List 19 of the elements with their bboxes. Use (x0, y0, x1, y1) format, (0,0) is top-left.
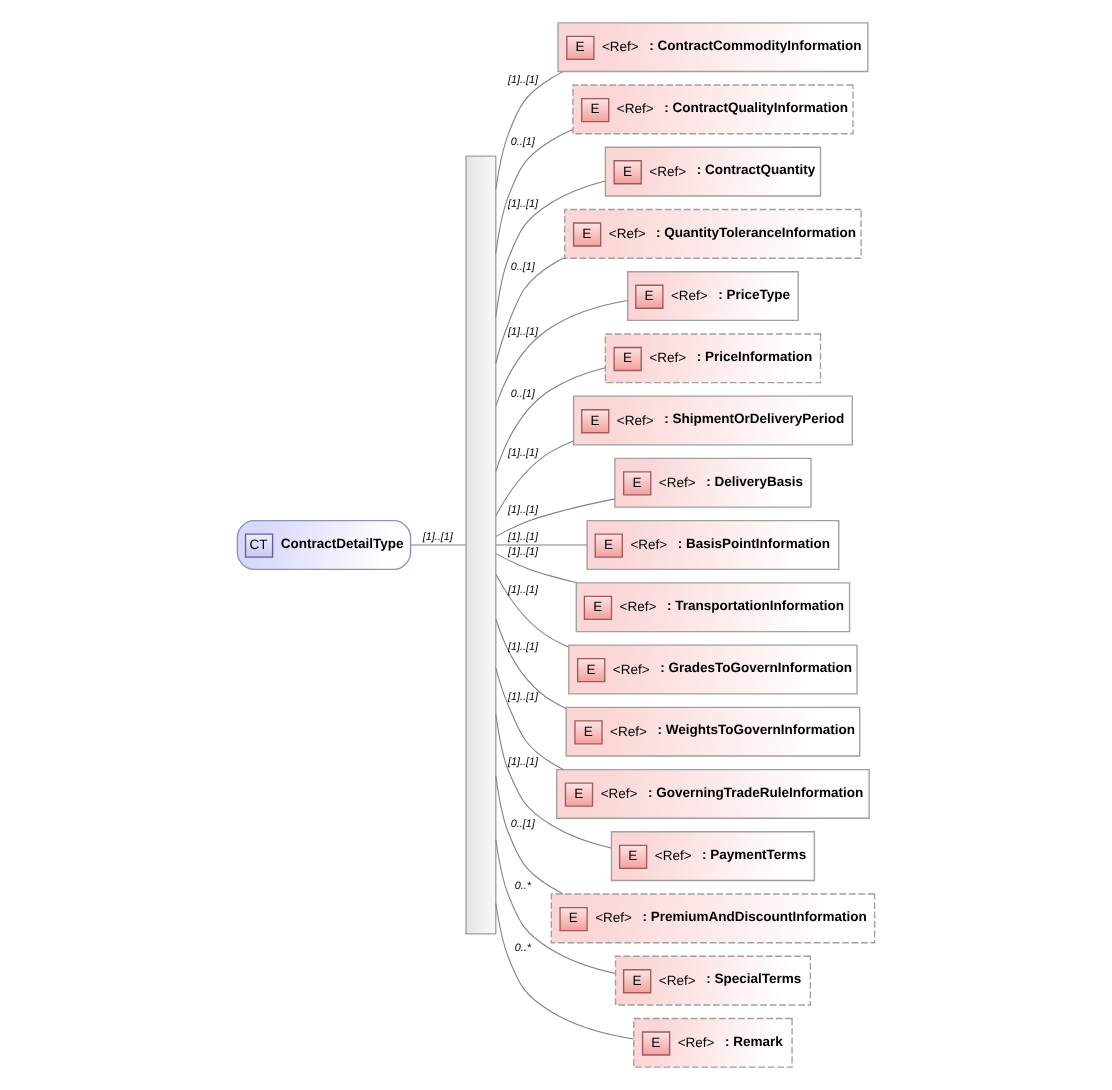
connector (495, 128, 574, 254)
connector (495, 256, 566, 364)
connector (495, 71, 564, 190)
connector (495, 553, 578, 584)
connector (495, 713, 612, 849)
connector (495, 667, 564, 771)
connector (495, 180, 606, 317)
node-bar (465, 155, 497, 935)
connector (495, 544, 588, 546)
connector (495, 902, 635, 1040)
connector (495, 498, 616, 537)
connector (495, 618, 567, 710)
connector (495, 775, 564, 895)
connector (410, 544, 467, 546)
connector (495, 440, 574, 516)
connector (495, 299, 629, 407)
connector (495, 574, 570, 648)
connector (495, 838, 616, 974)
connector (495, 367, 606, 472)
